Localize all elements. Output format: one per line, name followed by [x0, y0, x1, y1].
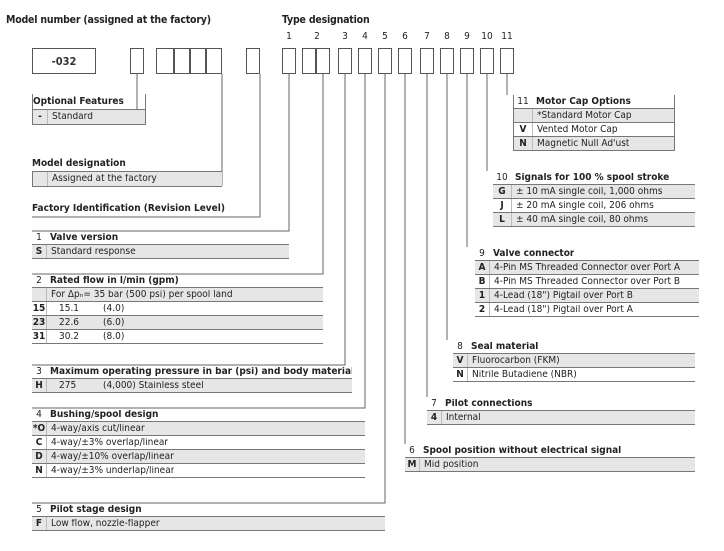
- connector-3: [32, 74, 346, 366]
- max-pressure-title: 3 Maximum operating pressure in bar (psi…: [32, 365, 352, 379]
- type-designation-title: Type designation: [282, 14, 370, 26]
- valve-connector-row-1: 1 4-Lead (18") Pigtail over Port B: [475, 289, 699, 303]
- type-box-3: [338, 48, 352, 74]
- model-designation-row: Assigned at the factory: [32, 172, 222, 186]
- position-number-9: 9: [464, 31, 470, 42]
- spool-position-row-m: M Mid position: [405, 458, 695, 472]
- bushing-row-c: C 4-way/±3% overlap/linear: [32, 436, 365, 450]
- model-number-title: Model number (assigned at the factory): [6, 14, 211, 26]
- pilot-connections-title: 7 Pilot connections: [427, 397, 695, 411]
- rated-flow-table: 2 Rated flow in l/min (gpm) For Δpₙ= 35 …: [32, 274, 323, 344]
- model-designation-box-3: [190, 48, 206, 74]
- position-number-5: 5: [382, 31, 388, 42]
- connector-factory-id: [32, 74, 261, 218]
- position-number-2: 2: [314, 31, 320, 42]
- seal-material-table: 8 Seal material V Fluorocarbon (FKM) N N…: [453, 340, 695, 382]
- connector-4: [32, 74, 366, 409]
- model-designation-title: Model designation: [32, 156, 222, 172]
- rated-flow-note-row: For Δpₙ= 35 bar (500 psi) per spool land: [32, 288, 323, 302]
- position-number-10: 10: [481, 31, 493, 42]
- model-designation-box-2: [174, 48, 190, 74]
- connector-1: [32, 74, 290, 232]
- position-number-4: 4: [362, 31, 368, 42]
- spool-position-title: 6 Spool position without electrical sign…: [405, 444, 695, 458]
- type-box-5: [378, 48, 392, 74]
- signals-row-g: G ± 10 mA single coil, 1,000 ohms: [493, 185, 695, 199]
- factory-identification-table: Factory Identification (Revision Level): [32, 202, 260, 216]
- position-number-7: 7: [424, 31, 430, 42]
- optional-features-title: Optional Features: [33, 94, 145, 110]
- model-designation-table: Model designation Assigned at the factor…: [32, 156, 222, 187]
- valve-connector-row-2: 2 4-Lead (18") Pigtail over Port A: [475, 303, 699, 317]
- bushing-table: 4 Bushing/spool design *O 4-way/axis cut…: [32, 408, 365, 478]
- connector-2: [32, 74, 324, 275]
- rated-flow-title: 2 Rated flow in l/min (gpm): [32, 274, 323, 288]
- type-box-9: [460, 48, 474, 74]
- valve-version-title: 1 Valve version: [32, 231, 289, 245]
- type-box-11: [500, 48, 514, 74]
- max-pressure-table: 3 Maximum operating pressure in bar (psi…: [32, 365, 352, 393]
- type-box-10: [480, 48, 494, 74]
- seal-material-row-v: V Fluorocarbon (FKM): [453, 354, 695, 368]
- optional-features-table: Optional Features - Standard: [32, 94, 146, 125]
- position-number-8: 8: [444, 31, 450, 42]
- rated-flow-row-31: 31 30.2 (8.0): [32, 330, 323, 344]
- pilot-connections-row-4: 4 Internal: [427, 411, 695, 425]
- position-number-6: 6: [402, 31, 408, 42]
- pilot-stage-title: 5 Pilot stage design: [32, 503, 385, 517]
- seal-material-row-n: N Nitrile Butadiene (NBR): [453, 368, 695, 382]
- valve-connector-title: 9 Valve connector: [475, 247, 699, 261]
- type-box-1: [282, 48, 296, 74]
- factory-identification-title: Factory Identification (Revision Level): [32, 203, 225, 214]
- motor-cap-row-n: N Magnetic Null Ad'ust: [514, 137, 674, 151]
- spool-position-table: 6 Spool position without electrical sign…: [405, 444, 695, 472]
- type-box-6: [398, 48, 412, 74]
- bushing-row-d: D 4-way/±10% overlap/linear: [32, 450, 365, 464]
- valve-connector-row-a: A 4-Pin MS Threaded Connector over Port …: [475, 261, 699, 275]
- pilot-connections-table: 7 Pilot connections 4 Internal: [427, 397, 695, 425]
- signals-row-j: J ± 20 mA single coil, 206 ohms: [493, 199, 695, 213]
- pilot-stage-row-f: F Low flow, nozzle-flapper: [32, 517, 385, 531]
- connector-5: [32, 74, 386, 504]
- type-box-4: [358, 48, 372, 74]
- type-box-7: [420, 48, 434, 74]
- type-box-8: [440, 48, 454, 74]
- rated-flow-row-23: 23 22.6 (6.0): [32, 316, 323, 330]
- max-pressure-row-h: H 275 (4,000) Stainless steel: [32, 379, 352, 393]
- position-number-3: 3: [342, 31, 348, 42]
- model-number-box: -032: [32, 48, 96, 74]
- rated-flow-row-15: 15 15.1 (4.0): [32, 302, 323, 316]
- type-box-2a: [302, 48, 316, 74]
- signals-table: 10 Signals for 100 % spool stroke G ± 10…: [493, 171, 695, 227]
- model-designation-box-1: [156, 48, 174, 74]
- motor-cap-title: 11 Motor Cap Options: [514, 95, 674, 109]
- factory-id-box: [246, 48, 260, 74]
- bushing-row-o: *O 4-way/axis cut/linear: [32, 422, 365, 436]
- signals-row-l: L ± 40 mA single coil, 80 ohms: [493, 213, 695, 227]
- optional-features-row: - Standard: [33, 110, 145, 124]
- position-number-11: 11: [501, 31, 513, 42]
- type-box-2b: [316, 48, 330, 74]
- bushing-row-n: N 4-way/±3% underlap/linear: [32, 464, 365, 478]
- valve-version-table: 1 Valve version S Standard response: [32, 231, 289, 259]
- valve-connector-table: 9 Valve connector A 4-Pin MS Threaded Co…: [475, 247, 699, 317]
- pilot-stage-table: 5 Pilot stage design F Low flow, nozzle-…: [32, 503, 385, 531]
- seal-material-title: 8 Seal material: [453, 340, 695, 354]
- optional-features-box: [130, 48, 144, 74]
- position-number-1: 1: [286, 31, 292, 42]
- bushing-title: 4 Bushing/spool design: [32, 408, 365, 422]
- motor-cap-row-standard: *Standard Motor Cap: [514, 109, 674, 123]
- motor-cap-row-v: V Vented Motor Cap: [514, 123, 674, 137]
- motor-cap-table: 11 Motor Cap Options *Standard Motor Cap…: [513, 95, 675, 151]
- valve-version-row-s: S Standard response: [32, 245, 289, 259]
- valve-connector-row-b: B 4-Pin MS Threaded Connector over Port …: [475, 275, 699, 289]
- signals-title: 10 Signals for 100 % spool stroke: [493, 171, 695, 185]
- model-designation-box-4: [206, 48, 222, 74]
